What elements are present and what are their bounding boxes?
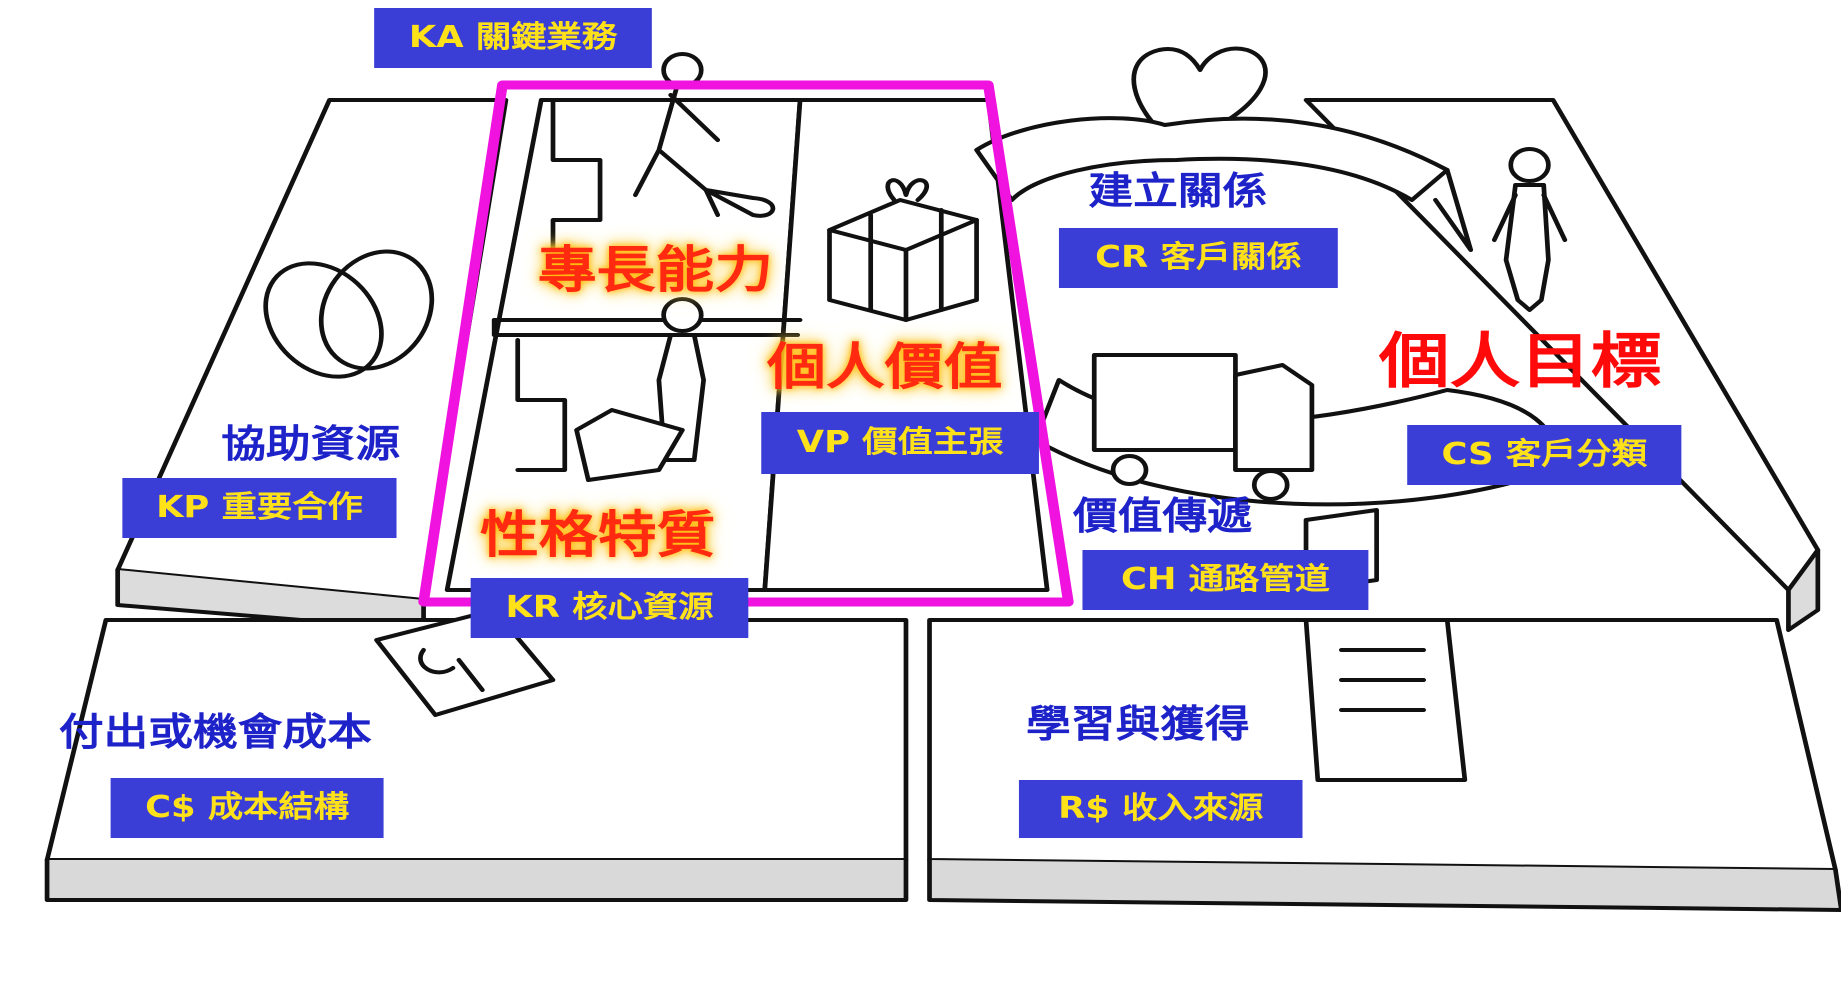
- helpers-label: 協助資源: [221, 422, 401, 466]
- revenue-tag: R$ 收入來源: [1018, 780, 1303, 838]
- expertise-label: 專長能力: [537, 241, 774, 299]
- revenue-label: 學習與獲得: [1025, 702, 1250, 746]
- ka-tag: KA 關鍵業務: [374, 8, 652, 68]
- relationship-label: 建立關係: [1088, 169, 1268, 213]
- cr-tag: CR 客戶關係: [1058, 228, 1338, 288]
- cost-tag: C$ 成本結構: [110, 778, 384, 838]
- ch-tag: CH 通路管道: [1082, 550, 1369, 610]
- cost-label: 付出或機會成本: [58, 710, 372, 754]
- highlight-frame: [418, 80, 1074, 607]
- personal-goal-label: 個人目標: [1378, 327, 1662, 397]
- vp-tag: VP 價值主張: [761, 412, 1039, 474]
- traits-label: 性格特質: [480, 506, 716, 564]
- kr-tag: KR 核心資源: [470, 578, 749, 638]
- kp-tag: KP 重要合作: [122, 478, 397, 538]
- personal-value-label: 個人價值: [767, 338, 1003, 396]
- cs-tag: CS 客戶分類: [1407, 425, 1682, 485]
- delivery-label: 價值傳遞: [1073, 494, 1252, 538]
